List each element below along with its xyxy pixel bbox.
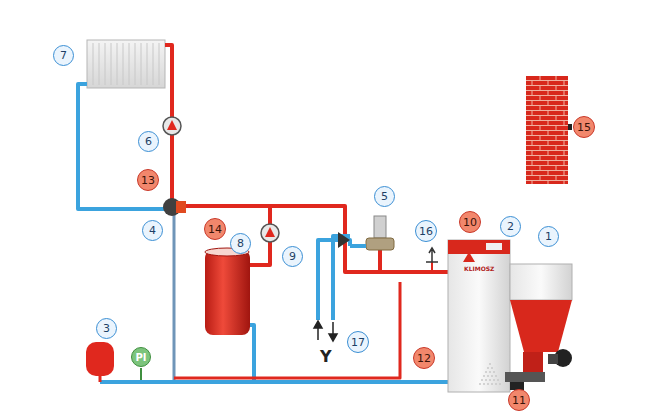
boiler	[448, 240, 510, 392]
tank-pump	[261, 224, 279, 242]
flow-arrows	[314, 321, 337, 341]
callout-number: 6	[138, 131, 159, 152]
radiator-fin	[135, 43, 136, 85]
vent-hole	[493, 371, 495, 373]
vent-hole	[479, 383, 481, 385]
vent-hole	[491, 367, 493, 369]
thermostatic-valve	[338, 216, 394, 250]
brick-wall	[526, 76, 572, 184]
vent-hole	[489, 371, 491, 373]
radiator-fin	[105, 43, 106, 85]
vent-hole	[487, 375, 489, 377]
callout-number: 17	[347, 331, 369, 353]
callout-number: 12	[413, 347, 435, 369]
pressure-gauge-label: PI	[131, 347, 151, 367]
radiator-fin	[123, 43, 124, 85]
callout-number: 7	[53, 45, 74, 66]
radiator-fin	[93, 43, 94, 85]
vent-hole	[495, 375, 497, 377]
vent-hole	[489, 363, 491, 365]
circulation-pump	[163, 117, 181, 135]
callout-number: 13	[137, 169, 159, 191]
pipes	[78, 45, 448, 382]
callout-number: 3	[96, 318, 117, 339]
radiator-fin	[129, 43, 130, 85]
vent-hole	[481, 379, 483, 381]
vent-hole	[491, 375, 493, 377]
vent-hole	[489, 379, 491, 381]
mixing-valve	[163, 198, 186, 216]
callout-number: 14	[204, 218, 226, 240]
vent-hole	[483, 375, 485, 377]
vent-hole	[487, 383, 489, 385]
safety-valve	[426, 248, 438, 262]
callout-number: 1	[538, 226, 559, 247]
callout-number: 10	[459, 211, 481, 233]
radiator	[87, 40, 165, 88]
radiator-fin	[153, 43, 154, 85]
radiator-fin	[141, 43, 142, 85]
vent-hole	[499, 383, 501, 385]
brand-logo: KLIMOSZ	[464, 265, 494, 272]
callout-number: 2	[500, 216, 521, 237]
vent-hole	[485, 371, 487, 373]
outlet-label: Y	[320, 347, 332, 366]
vent-hole	[493, 379, 495, 381]
hot-water-tank	[205, 248, 250, 335]
vent-hole	[491, 383, 493, 385]
radiator-fin	[111, 43, 112, 85]
radiator-fin	[117, 43, 118, 85]
callout-number: 8	[230, 233, 251, 254]
radiator-fin	[159, 43, 160, 85]
callout-number: 9	[282, 246, 303, 267]
radiator-fin	[99, 43, 100, 85]
callout-number: 11	[508, 389, 530, 411]
vent-hole	[497, 379, 499, 381]
vent-hole	[487, 367, 489, 369]
pellet-hopper	[505, 264, 572, 390]
callout-number: 5	[374, 186, 395, 207]
vent-hole	[485, 379, 487, 381]
callout-number: 4	[142, 220, 163, 241]
vent-hole	[483, 383, 485, 385]
callout-number: 15	[573, 116, 595, 138]
radiator-fin	[147, 43, 148, 85]
vent-hole	[495, 383, 497, 385]
callout-number: 16	[415, 220, 437, 242]
